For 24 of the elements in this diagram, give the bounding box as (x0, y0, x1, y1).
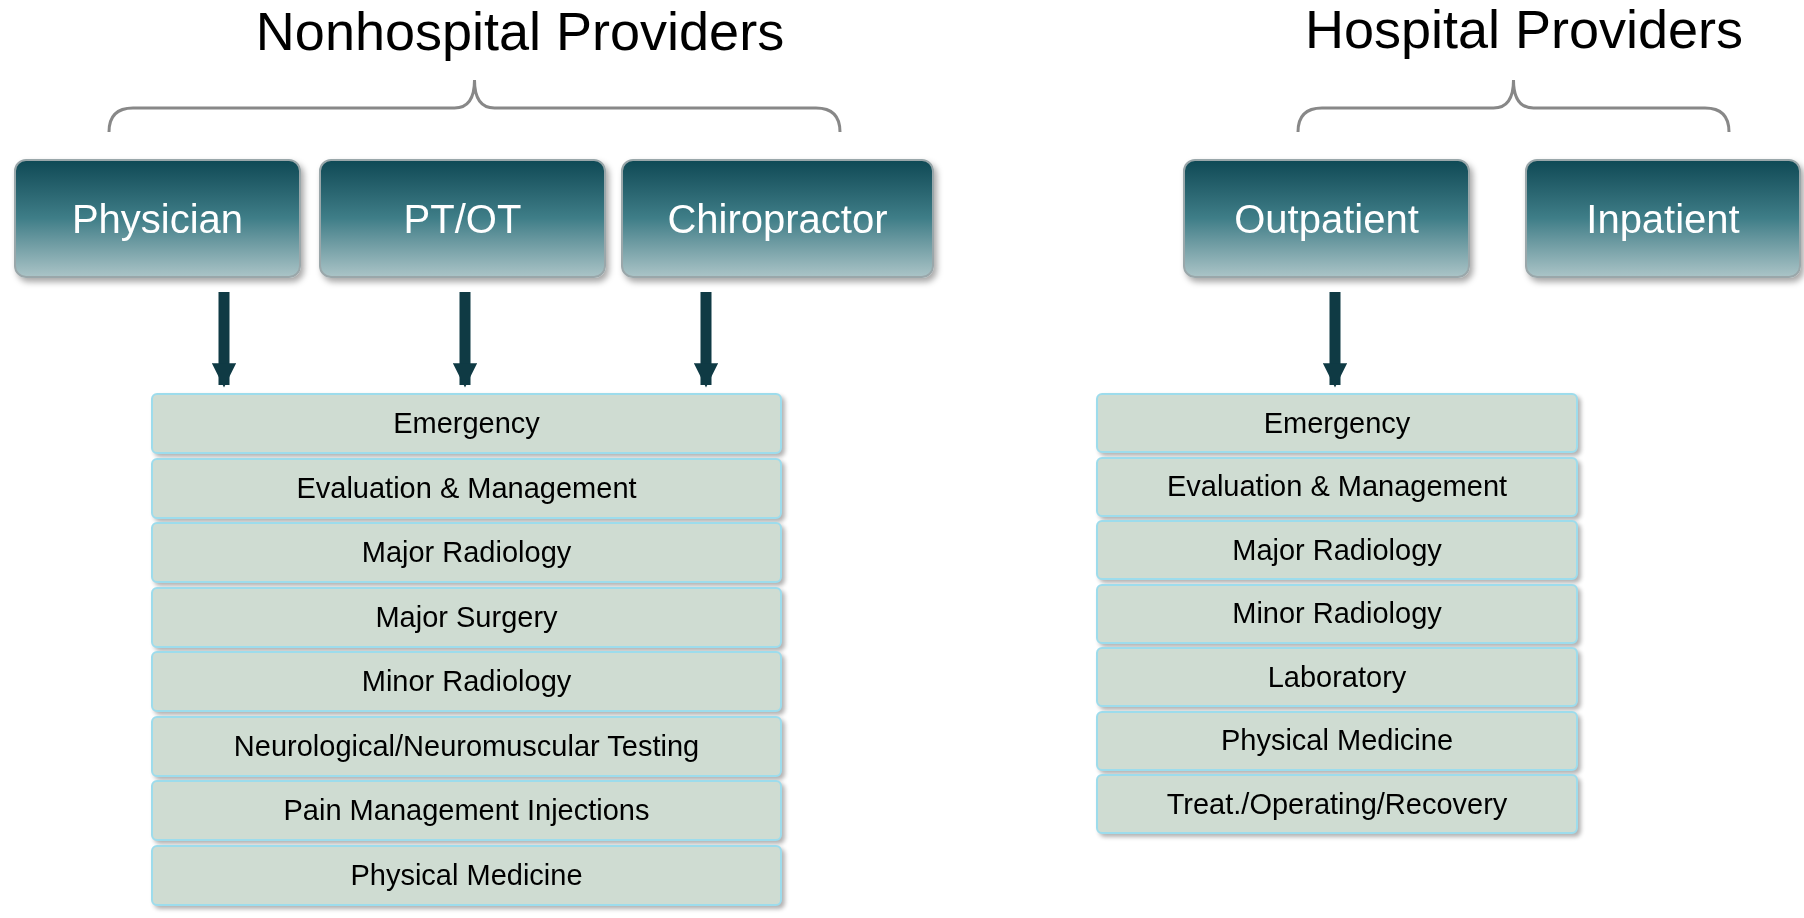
provider-box: Physician (14, 159, 301, 278)
service-row: Minor Radiology (151, 651, 782, 712)
service-row: Major Radiology (151, 522, 782, 583)
service-row: Physical Medicine (1096, 710, 1578, 771)
arrow (211, 292, 237, 388)
service-row: Laboratory (1096, 647, 1578, 707)
service-row: Physical Medicine (151, 844, 782, 906)
service-row: Treat./Operating/Recovery (1096, 774, 1578, 834)
arrow (1322, 292, 1348, 388)
service-row: Emergency (1096, 393, 1578, 453)
service-row: Minor Radiology (1096, 583, 1578, 644)
service-row: Evaluation & Management (151, 457, 782, 519)
provider-box: Inpatient (1525, 159, 1801, 278)
service-row: Pain Management Injections (151, 780, 782, 841)
service-row: Emergency (151, 393, 782, 454)
provider-box: PT/OT (319, 159, 606, 278)
service-row: Major Radiology (1096, 520, 1578, 580)
service-row: Major Surgery (151, 586, 782, 648)
provider-box: Outpatient (1183, 159, 1470, 278)
service-row: Neurological/Neuromuscular Testing (151, 715, 782, 777)
service-row: Evaluation & Management (1096, 456, 1578, 517)
arrow (693, 292, 719, 388)
provider-box: Chiropractor (621, 159, 934, 278)
arrow (452, 292, 478, 388)
